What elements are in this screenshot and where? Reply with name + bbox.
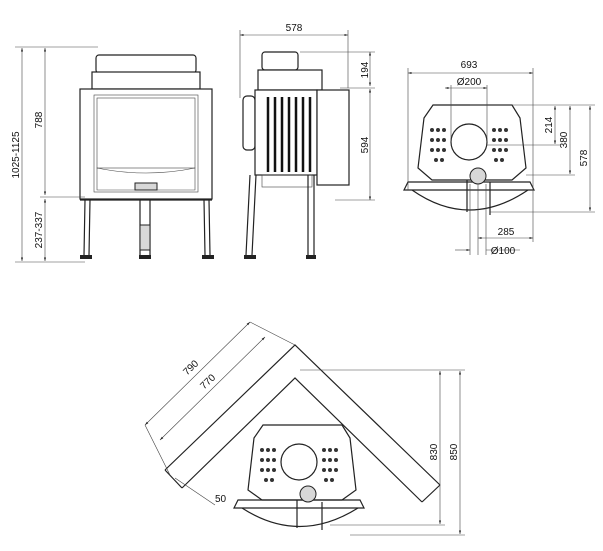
inner-depth-label: 830 [429, 443, 440, 460]
clearance-label: 50 [215, 494, 227, 505]
depth-label: 578 [286, 23, 303, 34]
top-height-label: 194 [360, 61, 371, 78]
side-view [242, 51, 350, 259]
outer-depth-label: 850 [449, 443, 460, 460]
front-view [79, 54, 214, 259]
air-inlet-offset-label: 285 [498, 227, 515, 238]
depth-label: 578 [579, 149, 590, 166]
inner-depth-label: 380 [559, 131, 570, 148]
flue-offset-label: 214 [544, 116, 555, 133]
width-label: 693 [461, 60, 478, 71]
leg-height-label: 237-337 [34, 211, 45, 248]
body-height-label: 594 [360, 136, 371, 153]
top-dimensions: 693 Ø200 214 380 578 285 Ø100 [407, 60, 595, 257]
top-view [403, 104, 535, 215]
side-dimensions: 578 194 594 [239, 23, 375, 201]
front-dimensions: 1025-1125 788 237-337 [11, 46, 98, 263]
inner-wall-label: 770 [198, 372, 218, 392]
air-inlet-diameter-label: Ø100 [491, 246, 516, 257]
body-height-label: 788 [34, 111, 45, 128]
total-height-label: 1025-1125 [11, 131, 22, 179]
flue-diameter-label: Ø200 [457, 77, 482, 88]
corner-installation-view [164, 344, 441, 530]
outer-wall-label: 790 [181, 358, 201, 378]
